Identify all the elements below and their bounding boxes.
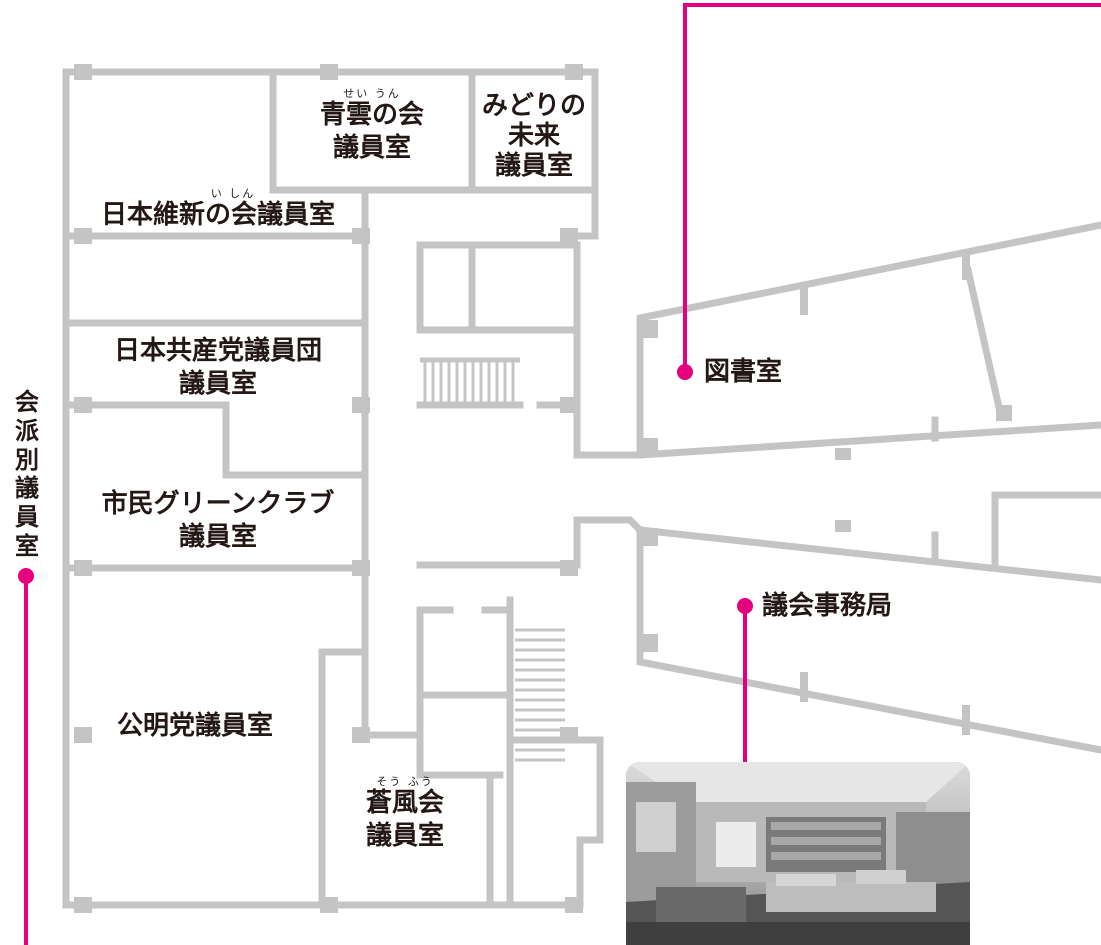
room-ishin: い しん 日本維新の会議員室	[80, 188, 356, 232]
callout-secretariat: 議会事務局	[762, 591, 893, 621]
room-midori-line1: みどりの	[481, 91, 586, 121]
room-midori: みどりの 未来 議員室	[470, 91, 598, 182]
room-sofu-ruby: そう ふう	[376, 775, 434, 788]
room-seiun-name: 青雲の会	[319, 100, 424, 130]
section-label-char: 室	[15, 531, 39, 560]
room-ishin-name: 日本維新の会議員室	[100, 200, 335, 230]
room-green: 市民グリーンクラブ 議員室	[80, 488, 356, 553]
room-sofu-name: 蒼風会	[365, 788, 444, 818]
section-label: 会 派 別 議 員 室	[12, 388, 42, 561]
room-sofu-suffix: 議員室	[365, 820, 444, 851]
room-midori-line2: 未来	[507, 120, 560, 151]
room-kyosan-suffix: 議員室	[178, 368, 257, 399]
room-midori-line3: 議員室	[494, 150, 573, 181]
stairs-north	[420, 357, 520, 402]
room-seiun-ruby: せい うん	[343, 87, 401, 100]
room-kyosan: 日本共産党議員団 議員室	[80, 335, 356, 400]
room-seiun: せい うん 青雲の会 議員室	[290, 88, 454, 164]
room-sofu: そう ふう 蒼風会 議員室	[335, 776, 475, 852]
room-ishin-ruby: い しん	[210, 187, 256, 200]
walls	[62, 68, 1101, 909]
leader-dots	[18, 364, 753, 614]
room-komei-name: 公明党議員室	[116, 711, 273, 741]
pillars	[74, 64, 1012, 913]
callout-library: 図書室	[704, 357, 783, 387]
room-green-suffix: 議員室	[178, 521, 257, 552]
room-green-name: 市民グリーンクラブ	[101, 489, 335, 519]
section-label-char: 別	[15, 445, 39, 474]
section-marker	[18, 568, 34, 584]
stairs-south	[515, 628, 565, 762]
room-komei: 公明党議員室	[100, 710, 290, 743]
secretariat-marker	[737, 598, 753, 614]
section-label-char: 派	[15, 416, 39, 445]
room-kyosan-name: 日本共産党議員団	[113, 336, 322, 366]
section-label-char: 会	[15, 388, 39, 416]
leader-lines	[24, 3, 1101, 945]
section-label-char: 議	[15, 474, 39, 503]
secretariat-photo	[626, 762, 970, 945]
section-label-char: 員	[15, 503, 39, 532]
room-seiun-suffix: 議員室	[332, 132, 411, 163]
library-marker	[677, 364, 693, 380]
